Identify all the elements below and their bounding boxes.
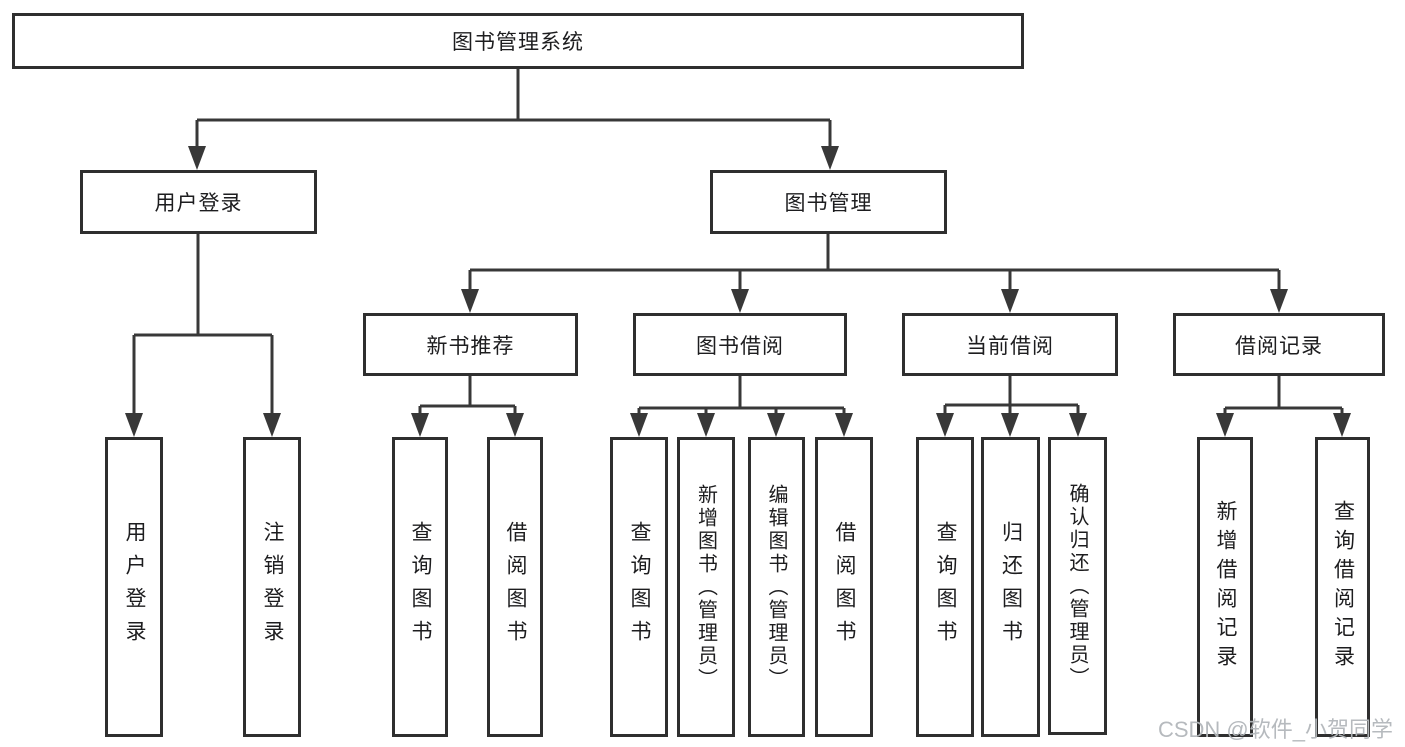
node-nbr-query-books-label: 查询图书 bbox=[409, 521, 432, 653]
node-user-login-label: 用户登录 bbox=[123, 521, 146, 653]
node-borrowing-records-label: 借阅记录 bbox=[1235, 334, 1323, 358]
node-book-management-label: 图书管理 bbox=[784, 192, 873, 215]
node-system-root-label: 图书管理系统 bbox=[452, 31, 584, 54]
node-br-add-record: 新增借阅记录 bbox=[1197, 437, 1253, 737]
node-cb-confirm-return-admin: 确认归还（管理员） bbox=[1048, 437, 1107, 735]
node-br-add-record-label: 新增借阅记录 bbox=[1214, 500, 1237, 674]
watermark: CSDN @软件_小贺同学 bbox=[1157, 717, 1393, 742]
node-nbr-borrow-books-label: 借阅图书 bbox=[504, 521, 527, 653]
node-user-login: 用户登录 bbox=[105, 437, 163, 737]
node-bb-edit-books-admin-label: 编辑图书（管理员） bbox=[765, 483, 787, 691]
node-cb-return-books-label: 归还图书 bbox=[999, 521, 1023, 653]
node-current-borrowing: 当前借阅 bbox=[902, 313, 1118, 376]
node-current-borrowing-label: 当前借阅 bbox=[966, 334, 1054, 358]
node-book-management: 图书管理 bbox=[710, 170, 947, 234]
node-nbr-borrow-books: 借阅图书 bbox=[487, 437, 543, 737]
node-bb-edit-books-admin: 编辑图书（管理员） bbox=[748, 437, 805, 737]
node-book-borrowing: 图书借阅 bbox=[633, 313, 847, 376]
node-logout: 注销登录 bbox=[243, 437, 301, 737]
node-borrowing-records: 借阅记录 bbox=[1173, 313, 1385, 376]
node-bb-borrow-books: 借阅图书 bbox=[815, 437, 873, 737]
node-book-borrowing-label: 图书借阅 bbox=[696, 334, 784, 358]
node-bb-borrow-books-label: 借阅图书 bbox=[833, 521, 856, 653]
node-logout-label: 注销登录 bbox=[261, 521, 284, 653]
node-nbr-query-books: 查询图书 bbox=[392, 437, 448, 737]
node-bb-query-books: 查询图书 bbox=[610, 437, 668, 737]
node-new-book-recommend-label: 新书推荐 bbox=[426, 334, 515, 358]
node-cb-query-books-label: 查询图书 bbox=[934, 521, 957, 653]
node-cb-query-books: 查询图书 bbox=[916, 437, 974, 737]
node-bb-add-books-admin-label: 新增图书（管理员） bbox=[694, 483, 717, 691]
node-new-book-recommend: 新书推荐 bbox=[363, 313, 578, 376]
node-cb-confirm-return-admin-label: 确认归还（管理员） bbox=[1066, 482, 1088, 690]
node-user-login-group-label: 用户登录 bbox=[154, 192, 243, 215]
node-bb-query-books-label: 查询图书 bbox=[628, 521, 651, 653]
node-br-query-record: 查询借阅记录 bbox=[1315, 437, 1370, 737]
node-bb-add-books-admin: 新增图书（管理员） bbox=[677, 437, 735, 737]
node-br-query-record-label: 查询借阅记录 bbox=[1331, 500, 1355, 674]
node-system-root: 图书管理系统 bbox=[12, 13, 1024, 69]
node-user-login-group: 用户登录 bbox=[80, 170, 317, 234]
node-cb-return-books: 归还图书 bbox=[981, 437, 1040, 737]
